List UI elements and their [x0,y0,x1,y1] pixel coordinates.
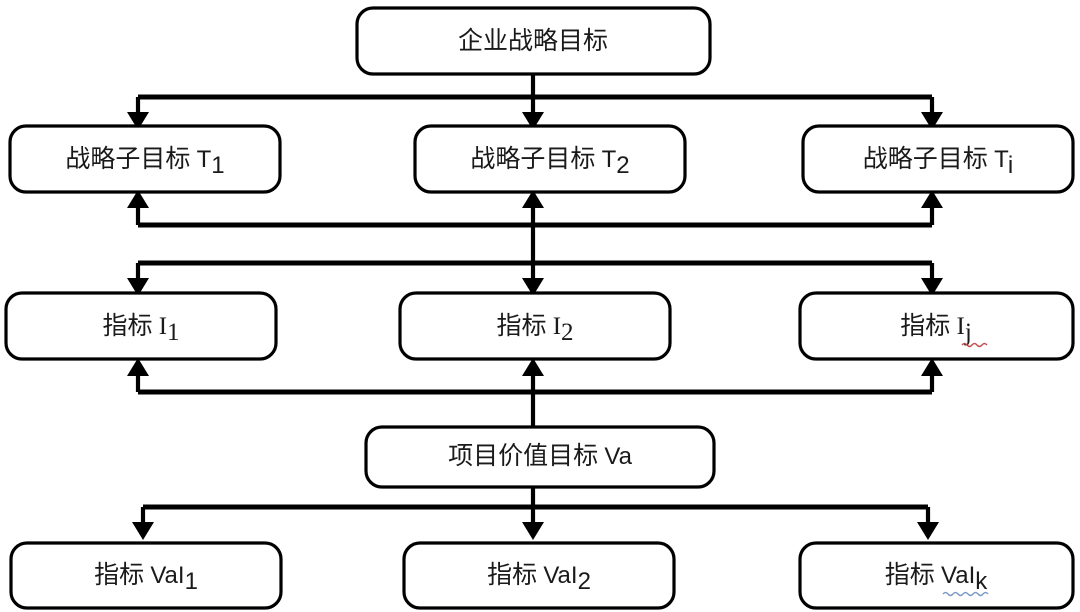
node-strategy-goal[interactable]: 企业战略目标 [355,6,712,76]
node-box[interactable] [402,541,676,610]
node-label: 战略子目标 T1 [65,145,224,180]
node-label: 战略子目标 Ti [863,145,1013,180]
arrow-head-down-left [127,278,149,296]
node-project-value-goal[interactable]: 项目价值目标 Va [364,425,716,489]
arrow-head-up-right [921,190,943,208]
node-indicator-i2[interactable]: 指标 I2 [398,291,672,361]
arrow-head-up-left [127,190,149,208]
node-label: 指标 VaI1 [94,561,198,596]
arrow-head-down-center [522,278,544,296]
arrow-head-up-center [522,358,544,376]
connector-center-bidirectional [522,190,544,296]
node-value-indicator-vai2[interactable]: 指标 VaI2 [402,541,676,610]
connector-project-value-goal-to-indicators [127,358,943,426]
arrow-head-down-right [917,522,939,540]
node-label: 项目价值目标 Va [448,442,632,471]
spellcheck-squiggle-icon [942,591,989,597]
node-label: 指标 I1 [102,312,179,346]
node-label: 战略子目标 T2 [470,145,629,180]
node-indicator-i1[interactable]: 指标 I1 [4,291,278,361]
connector-strategy-goal-to-sub-goals [127,74,943,130]
node-strategy-sub-goal-ti[interactable]: 战略子目标 Ti [801,124,1075,194]
node-box[interactable] [9,541,283,610]
node-box[interactable] [398,291,672,361]
arrow-head-up-center [522,190,544,208]
arrow-head-down-right [921,112,943,130]
node-label: 指标 Ij [900,312,972,346]
node-value-indicator-vaik[interactable]: 指标 VaIk [798,541,1075,610]
node-label: 指标 I2 [496,312,573,346]
node-box[interactable] [355,6,712,76]
node-label: 指标 VaI2 [487,561,591,596]
arrow-head-down-left [127,112,149,130]
node-box[interactable] [798,541,1075,610]
node-box[interactable] [364,425,716,489]
connector-project-value-goal-to-value-indicators [132,487,939,540]
node-strategy-sub-goal-t1[interactable]: 战略子目标 T1 [8,124,282,194]
arrow-head-down-center [522,522,544,540]
arrow-head-up-left [127,358,149,376]
node-box[interactable] [4,291,278,361]
node-label: 企业战略目标 [458,27,608,55]
node-box[interactable] [801,124,1075,194]
node-value-indicator-vai1[interactable]: 指标 VaI1 [9,541,283,610]
node-label: 指标 VaIk [885,561,989,596]
node-strategy-sub-goal-t2[interactable]: 战略子目标 T2 [413,124,687,194]
node-box[interactable] [8,124,282,194]
arrow-head-down-right [921,278,943,296]
arrow-head-down-left [132,522,154,540]
arrow-head-down-center [522,112,544,130]
node-box[interactable] [798,291,1075,361]
arrow-head-up-right [921,358,943,376]
spellcheck-squiggle-icon [961,342,988,348]
node-box[interactable] [413,124,687,194]
node-indicator-ij[interactable]: 指标 Ij [798,291,1075,361]
